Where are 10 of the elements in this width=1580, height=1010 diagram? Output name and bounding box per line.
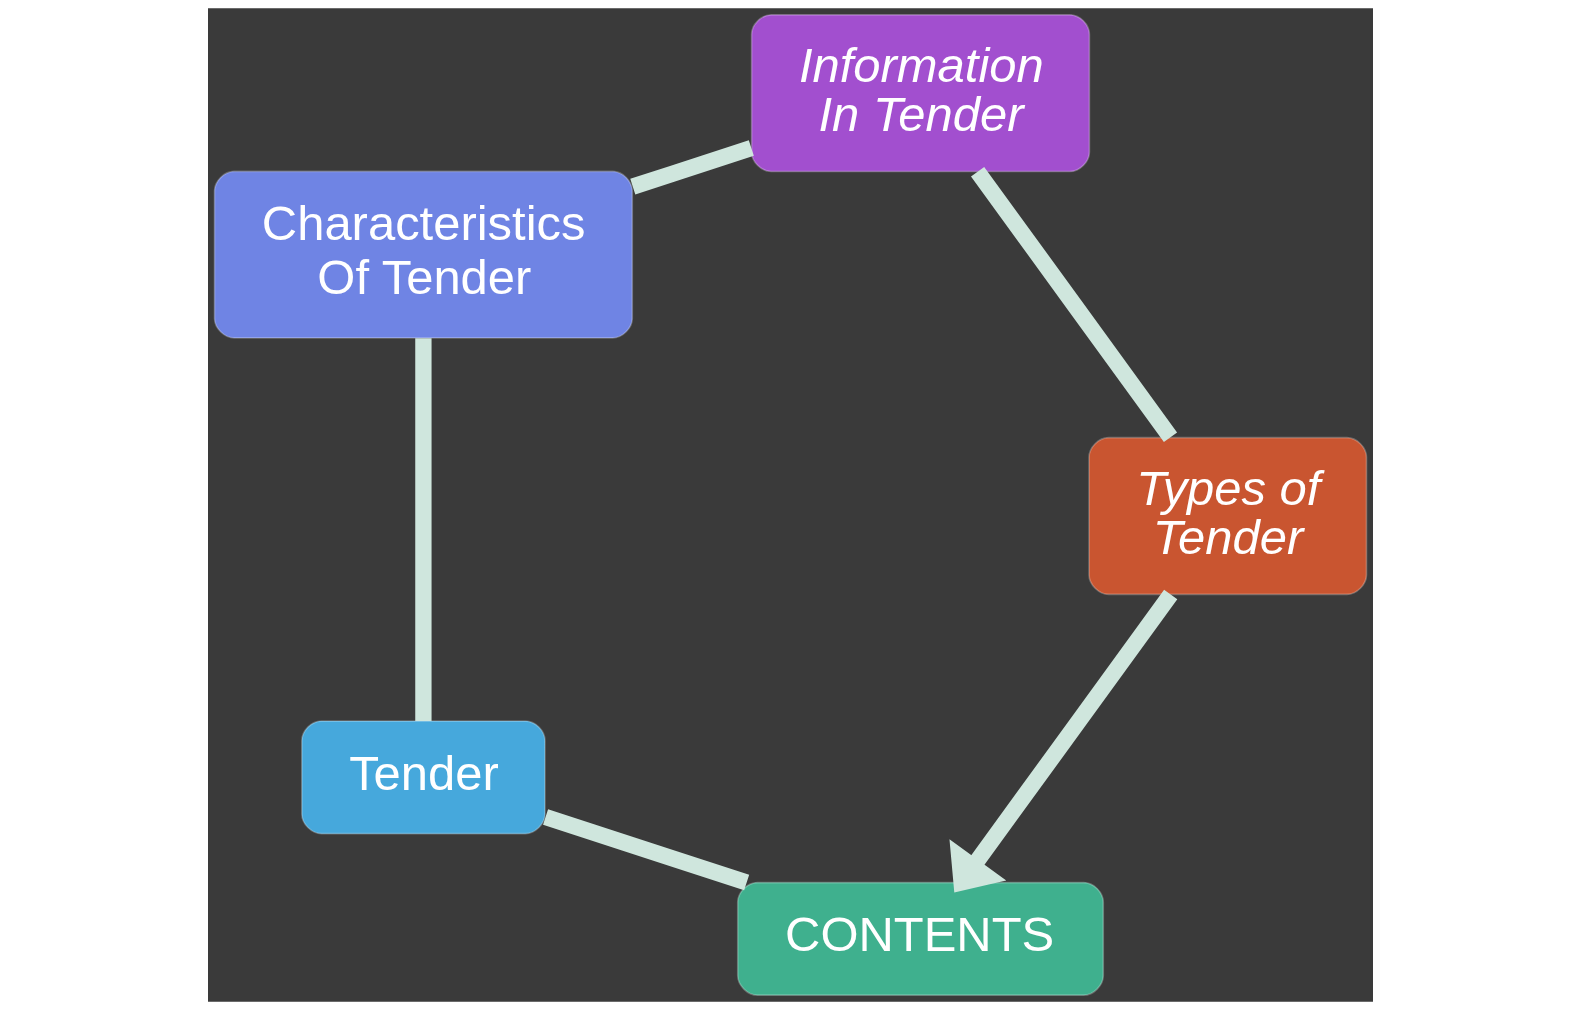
connector [414,338,432,721]
node-box: Tender [300,720,546,835]
node-box: Characteristics Of Tender [213,170,633,339]
connector [542,809,749,891]
connector [970,166,1177,442]
arrow [948,589,1177,893]
node-box: CONTENTS [736,881,1104,996]
connector [629,140,754,195]
node-box: Information In Tender [750,14,1090,173]
node-box: Types of Tender [1087,436,1367,596]
